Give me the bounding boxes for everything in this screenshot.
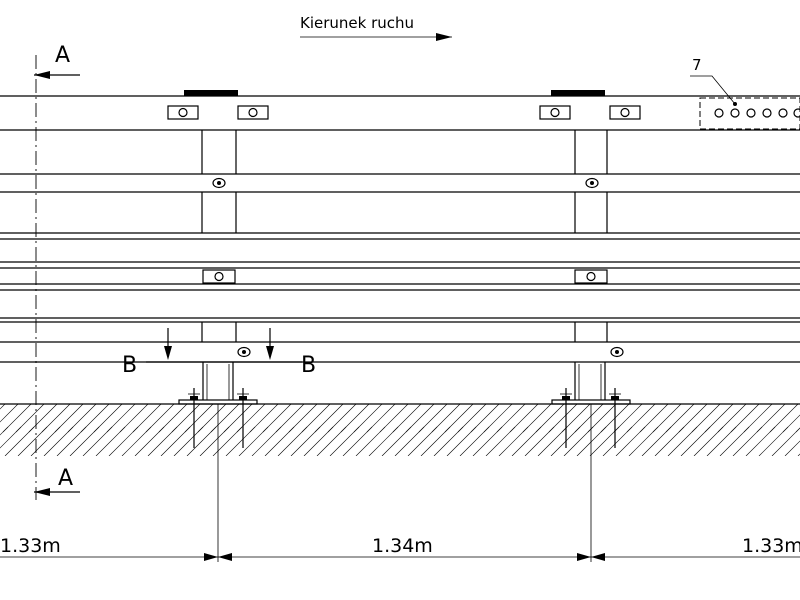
post-1 (167, 90, 269, 448)
section-b-right-arrowhead (266, 346, 274, 360)
guardrail-beams (0, 95, 800, 363)
dimension-right-label: 1.33m (742, 535, 800, 557)
callout-7-leader (690, 75, 736, 105)
dimension-left-label: 1.33m (0, 535, 61, 557)
dimension-middle-label: 1.34m (372, 535, 433, 557)
section-a-top-arrowhead (34, 71, 50, 79)
section-a-top-label: A (55, 43, 70, 68)
direction-arrowhead (436, 33, 452, 41)
section-a-bottom-arrowhead (34, 488, 50, 496)
section-b-left-label: B (122, 353, 137, 378)
callout-7-label: 7 (692, 56, 702, 74)
post-2 (539, 90, 641, 448)
dimension-line (0, 404, 800, 562)
splice-plate (699, 97, 800, 130)
section-b-right-label: B (301, 353, 316, 378)
section-a-bottom-label: A (58, 466, 73, 491)
section-b-left-arrowhead (164, 346, 172, 360)
direction-label: Kierunek ruchu (300, 14, 414, 32)
ground-hatching (0, 404, 800, 456)
